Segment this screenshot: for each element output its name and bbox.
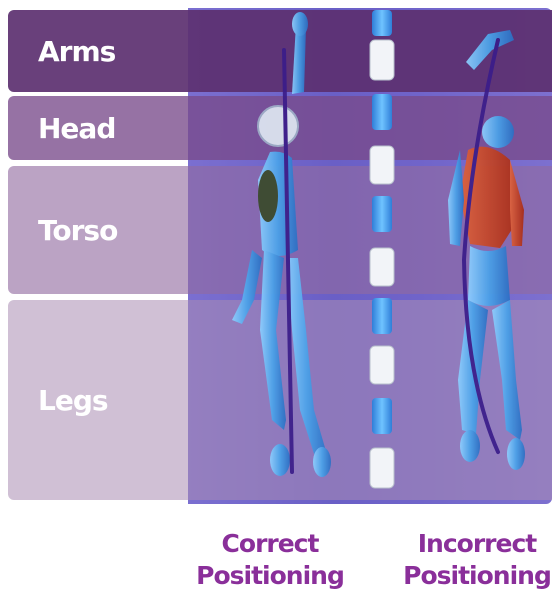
label-legs: Legs [38, 384, 108, 417]
figure-straight-icon [232, 12, 331, 477]
diagram-stage: Arms Head Torso Legs [0, 0, 552, 510]
caption-incorrect-positioning: Incorrect Positioning [402, 528, 552, 592]
caption-correct-positioning: Correct Positioning [195, 528, 345, 592]
caption-correct-line1: Correct [195, 528, 345, 560]
caption-incorrect-line1: Incorrect [402, 528, 552, 560]
caption-incorrect-line2: Positioning [402, 560, 552, 592]
figure-curved-icon [448, 30, 525, 470]
label-head: Head [38, 112, 115, 145]
label-arms: Arms [38, 35, 115, 68]
figures-svg [188, 0, 552, 510]
label-torso: Torso [38, 214, 117, 247]
vertebral-column-icon [370, 10, 394, 488]
caption-correct-line2: Positioning [195, 560, 345, 592]
